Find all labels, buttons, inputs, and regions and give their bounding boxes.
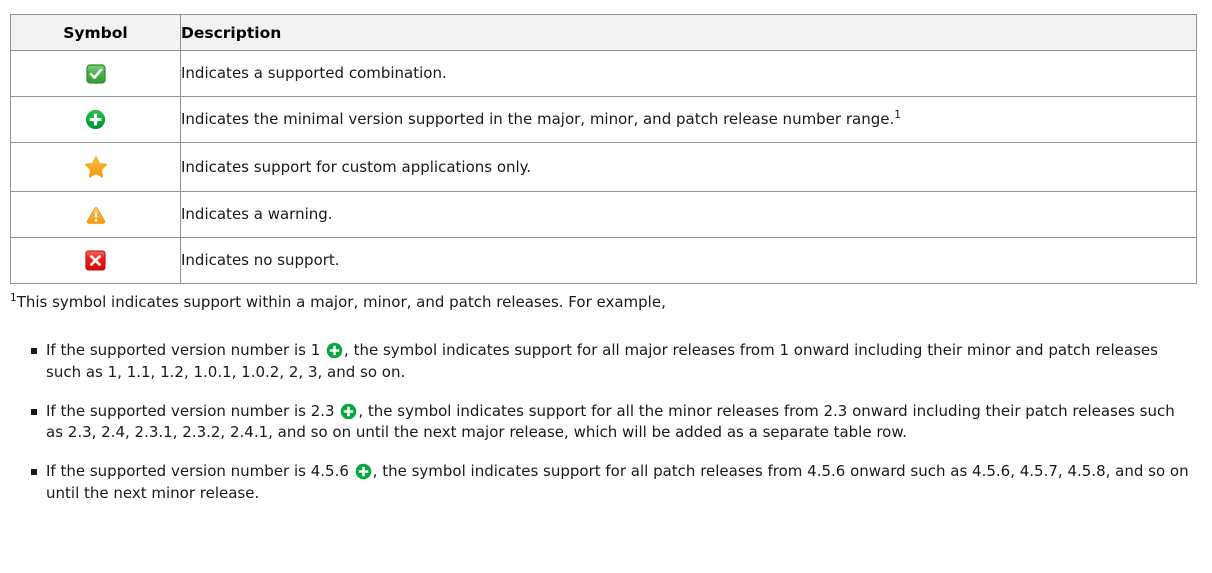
green-check-box-icon bbox=[85, 64, 106, 84]
green-plus-circle-icon bbox=[85, 109, 106, 130]
symbol-legend-table-container: Symbol Description bbox=[10, 14, 1197, 284]
footnote-paragraph: 1This symbol indicates support within a … bbox=[10, 292, 1200, 312]
column-header-description: Description bbox=[180, 14, 1197, 51]
example-list: If the supported version number is 1 , t… bbox=[10, 340, 1196, 522]
bullet-square-icon bbox=[31, 408, 37, 415]
list-item: If the supported version number is 2.3 ,… bbox=[10, 401, 1196, 445]
description-text: Indicates the minimal version supported … bbox=[181, 110, 895, 129]
list-item: If the supported version number is 4.5.6… bbox=[10, 461, 1196, 505]
footnote-text: This symbol indicates support within a m… bbox=[16, 293, 666, 311]
orange-warning-triangle-icon bbox=[86, 206, 106, 225]
symbol-legend-table: Symbol Description bbox=[10, 14, 1197, 284]
example-text-after: , the symbol indicates support for all m… bbox=[46, 341, 1158, 381]
description-text: Indicates no support. bbox=[181, 251, 340, 270]
column-header-symbol: Symbol bbox=[10, 14, 181, 51]
example-text-before: If the supported version number is 1 bbox=[46, 341, 326, 359]
description-cell: Indicates a supported combination. bbox=[180, 50, 1197, 97]
description-text: Indicates support for custom application… bbox=[181, 157, 532, 176]
bullet-square-icon bbox=[31, 469, 37, 475]
red-x-box-icon bbox=[85, 250, 106, 271]
symbol-cell bbox=[10, 237, 181, 284]
symbol-cell bbox=[10, 142, 181, 192]
table-row: Indicates the minimal version supported … bbox=[10, 96, 1197, 143]
description-cell: Indicates a warning. bbox=[180, 191, 1197, 238]
table-row: Indicates a warning. bbox=[10, 191, 1197, 238]
description-cell: Indicates support for custom application… bbox=[180, 142, 1197, 192]
orange-star-icon bbox=[83, 154, 109, 180]
green-plus-circle-icon bbox=[355, 463, 372, 480]
symbol-cell bbox=[10, 191, 181, 238]
description-text: Indicates a supported combination. bbox=[181, 64, 447, 83]
example-text-after: , the symbol indicates support for all p… bbox=[46, 462, 1189, 502]
symbol-cell bbox=[10, 50, 181, 97]
description-text: Indicates a warning. bbox=[181, 205, 333, 224]
green-plus-circle-icon bbox=[340, 403, 357, 420]
example-text-before: If the supported version number is 4.5.6 bbox=[46, 462, 354, 480]
description-cell: Indicates no support. bbox=[180, 237, 1197, 284]
table-row: Indicates no support. bbox=[10, 237, 1197, 284]
footnote-reference: 1 bbox=[894, 109, 901, 122]
symbol-cell bbox=[10, 96, 181, 143]
green-plus-circle-icon bbox=[326, 342, 343, 359]
footnote-marker: 1 bbox=[10, 292, 17, 304]
table-row: Indicates support for custom application… bbox=[10, 142, 1197, 192]
table-row: Indicates a supported combination. bbox=[10, 50, 1197, 97]
description-cell: Indicates the minimal version supported … bbox=[180, 96, 1197, 143]
bullet-square-icon bbox=[31, 348, 37, 354]
list-item: If the supported version number is 1 , t… bbox=[10, 340, 1196, 384]
example-text-before: If the supported version number is 2.3 bbox=[46, 401, 340, 420]
example-text-after: , the symbol indicates support for all t… bbox=[46, 401, 1175, 442]
table-header-row: Symbol Description bbox=[10, 14, 1197, 51]
